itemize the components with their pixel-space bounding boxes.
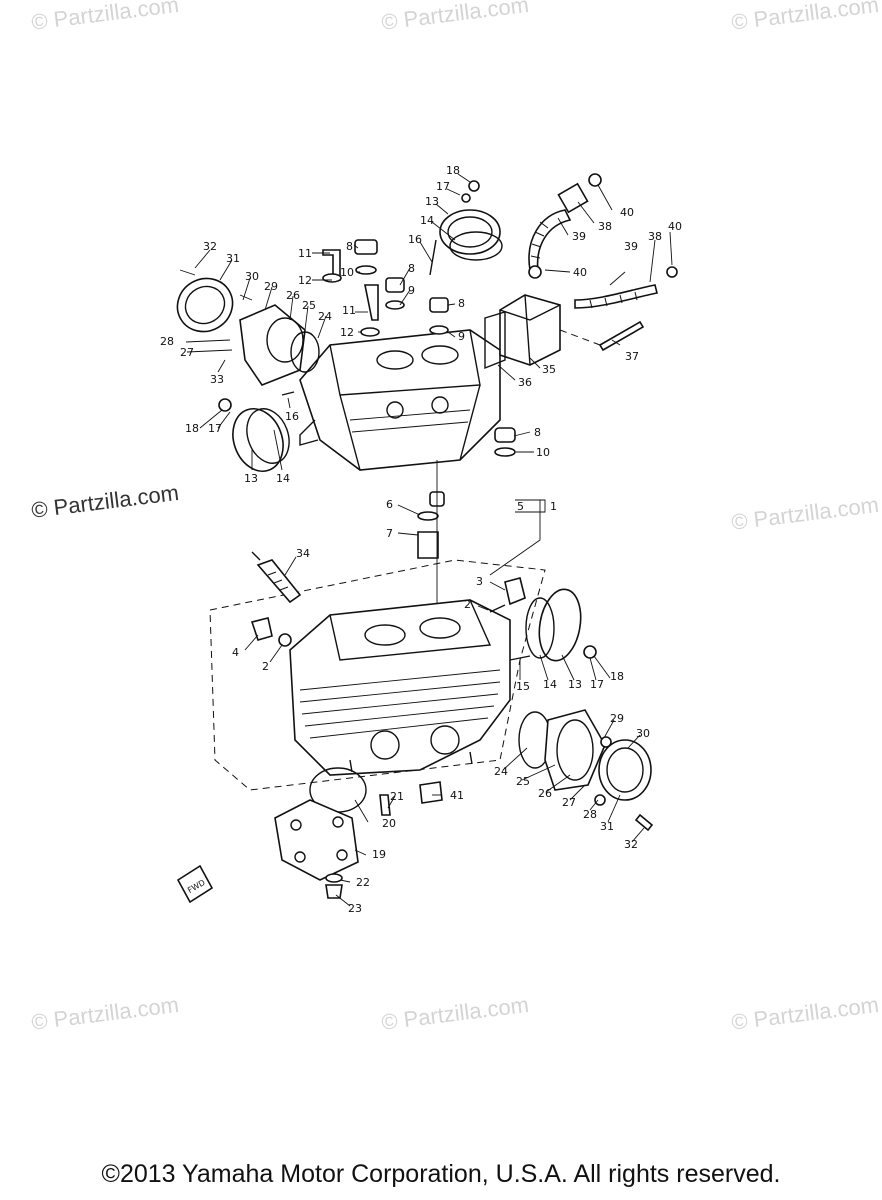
callout-39: 39 <box>572 230 586 243</box>
callout-6: 6 <box>386 498 393 511</box>
callout-3: 3 <box>476 575 483 588</box>
callout-19: 19 <box>372 848 386 861</box>
callout-1: 1 <box>550 500 557 513</box>
tappet-cover-lower-assembly <box>518 709 654 832</box>
callout-28: 28 <box>583 808 597 821</box>
camshaft-housing <box>299 329 501 471</box>
callout-29: 29 <box>610 712 624 725</box>
callout-39: 39 <box>624 240 638 253</box>
valve-tappet-parts <box>417 460 546 700</box>
callout-30: 30 <box>636 727 650 740</box>
callout-27: 27 <box>562 796 576 809</box>
callout-12: 12 <box>298 274 312 287</box>
callout-32: 32 <box>624 838 638 851</box>
fwd-arrow-icon: FWD <box>176 864 214 904</box>
callout-13: 13 <box>244 472 258 485</box>
callout-31: 31 <box>226 252 240 265</box>
callout-31: 31 <box>600 820 614 833</box>
callout-2: 2 <box>262 660 269 673</box>
callout-21: 21 <box>390 790 404 803</box>
callout-38: 38 <box>598 220 612 233</box>
callout-41: 41 <box>450 789 464 802</box>
callout-9: 9 <box>408 284 415 297</box>
callout-33: 33 <box>210 373 224 386</box>
callout-14: 14 <box>543 678 557 691</box>
callout-32: 32 <box>203 240 217 253</box>
callout-10: 10 <box>340 266 354 279</box>
spark-plug <box>251 551 302 604</box>
callout-40: 40 <box>668 220 682 233</box>
callout-17: 17 <box>436 180 450 193</box>
callout-4: 4 <box>232 646 239 659</box>
callout-15: 15 <box>516 680 530 693</box>
callout-9: 9 <box>458 330 465 343</box>
callout-20: 20 <box>382 817 396 830</box>
copyright-notice: ©2013 Yamaha Motor Corporation, U.S.A. A… <box>101 1160 781 1188</box>
callout-2: 2 <box>464 598 471 611</box>
callout-13: 13 <box>568 678 582 691</box>
leader-lines <box>185 173 673 907</box>
callout-8: 8 <box>346 240 353 253</box>
callout-8: 8 <box>408 262 415 275</box>
breather-box <box>484 294 645 370</box>
callout-7: 7 <box>386 527 393 540</box>
callout-35: 35 <box>542 363 556 376</box>
callout-30: 30 <box>245 270 259 283</box>
callout-11: 11 <box>298 247 312 260</box>
callout-29: 29 <box>264 280 278 293</box>
callout-12: 12 <box>340 326 354 339</box>
callout-34: 34 <box>296 547 310 560</box>
callout-26: 26 <box>286 289 300 302</box>
callout-25: 25 <box>302 299 316 312</box>
callout-16: 16 <box>408 233 422 246</box>
tappet-cover-upper-right <box>429 180 503 276</box>
callout-18: 18 <box>185 422 199 435</box>
callout-23: 23 <box>348 902 362 915</box>
callout-8: 8 <box>458 297 465 310</box>
callout-14: 14 <box>420 214 434 227</box>
callout-numbers: 18 17 13 14 16 40 38 39 40 39 38 40 32 3… <box>160 164 682 915</box>
callout-17: 17 <box>208 422 222 435</box>
callout-36: 36 <box>518 376 532 389</box>
callout-11: 11 <box>342 304 356 317</box>
callout-38: 38 <box>648 230 662 243</box>
breather-hose-upper <box>528 173 602 274</box>
callout-25: 25 <box>516 775 530 788</box>
tappet-cover-lower-right <box>509 588 597 662</box>
callout-18: 18 <box>446 164 460 177</box>
tappet-cover-upper-left <box>176 269 320 386</box>
callout-17: 17 <box>590 678 604 691</box>
head-boundary-dashed <box>209 559 546 791</box>
head-plugs <box>250 577 526 647</box>
callout-37: 37 <box>625 350 639 363</box>
callout-40: 40 <box>573 266 587 279</box>
callout-28: 28 <box>160 335 174 348</box>
breather-hose-side <box>528 265 678 309</box>
callout-14: 14 <box>276 472 290 485</box>
callout-18: 18 <box>610 670 624 683</box>
callout-8: 8 <box>534 426 541 439</box>
callout-24: 24 <box>494 765 508 778</box>
callout-26: 26 <box>538 787 552 800</box>
callout-10: 10 <box>536 446 550 459</box>
callout-13: 13 <box>425 195 439 208</box>
head-bottom-cover <box>274 767 443 899</box>
callout-24: 24 <box>318 310 332 323</box>
cylinder-head <box>289 599 511 776</box>
upper-fasteners <box>322 239 516 457</box>
tappet-cover-mid-left <box>218 391 295 472</box>
callout-40: 40 <box>620 206 634 219</box>
callout-16: 16 <box>285 410 299 423</box>
callout-5: 5 <box>517 500 524 513</box>
callout-22: 22 <box>356 876 370 889</box>
callout-27: 27 <box>180 346 194 359</box>
